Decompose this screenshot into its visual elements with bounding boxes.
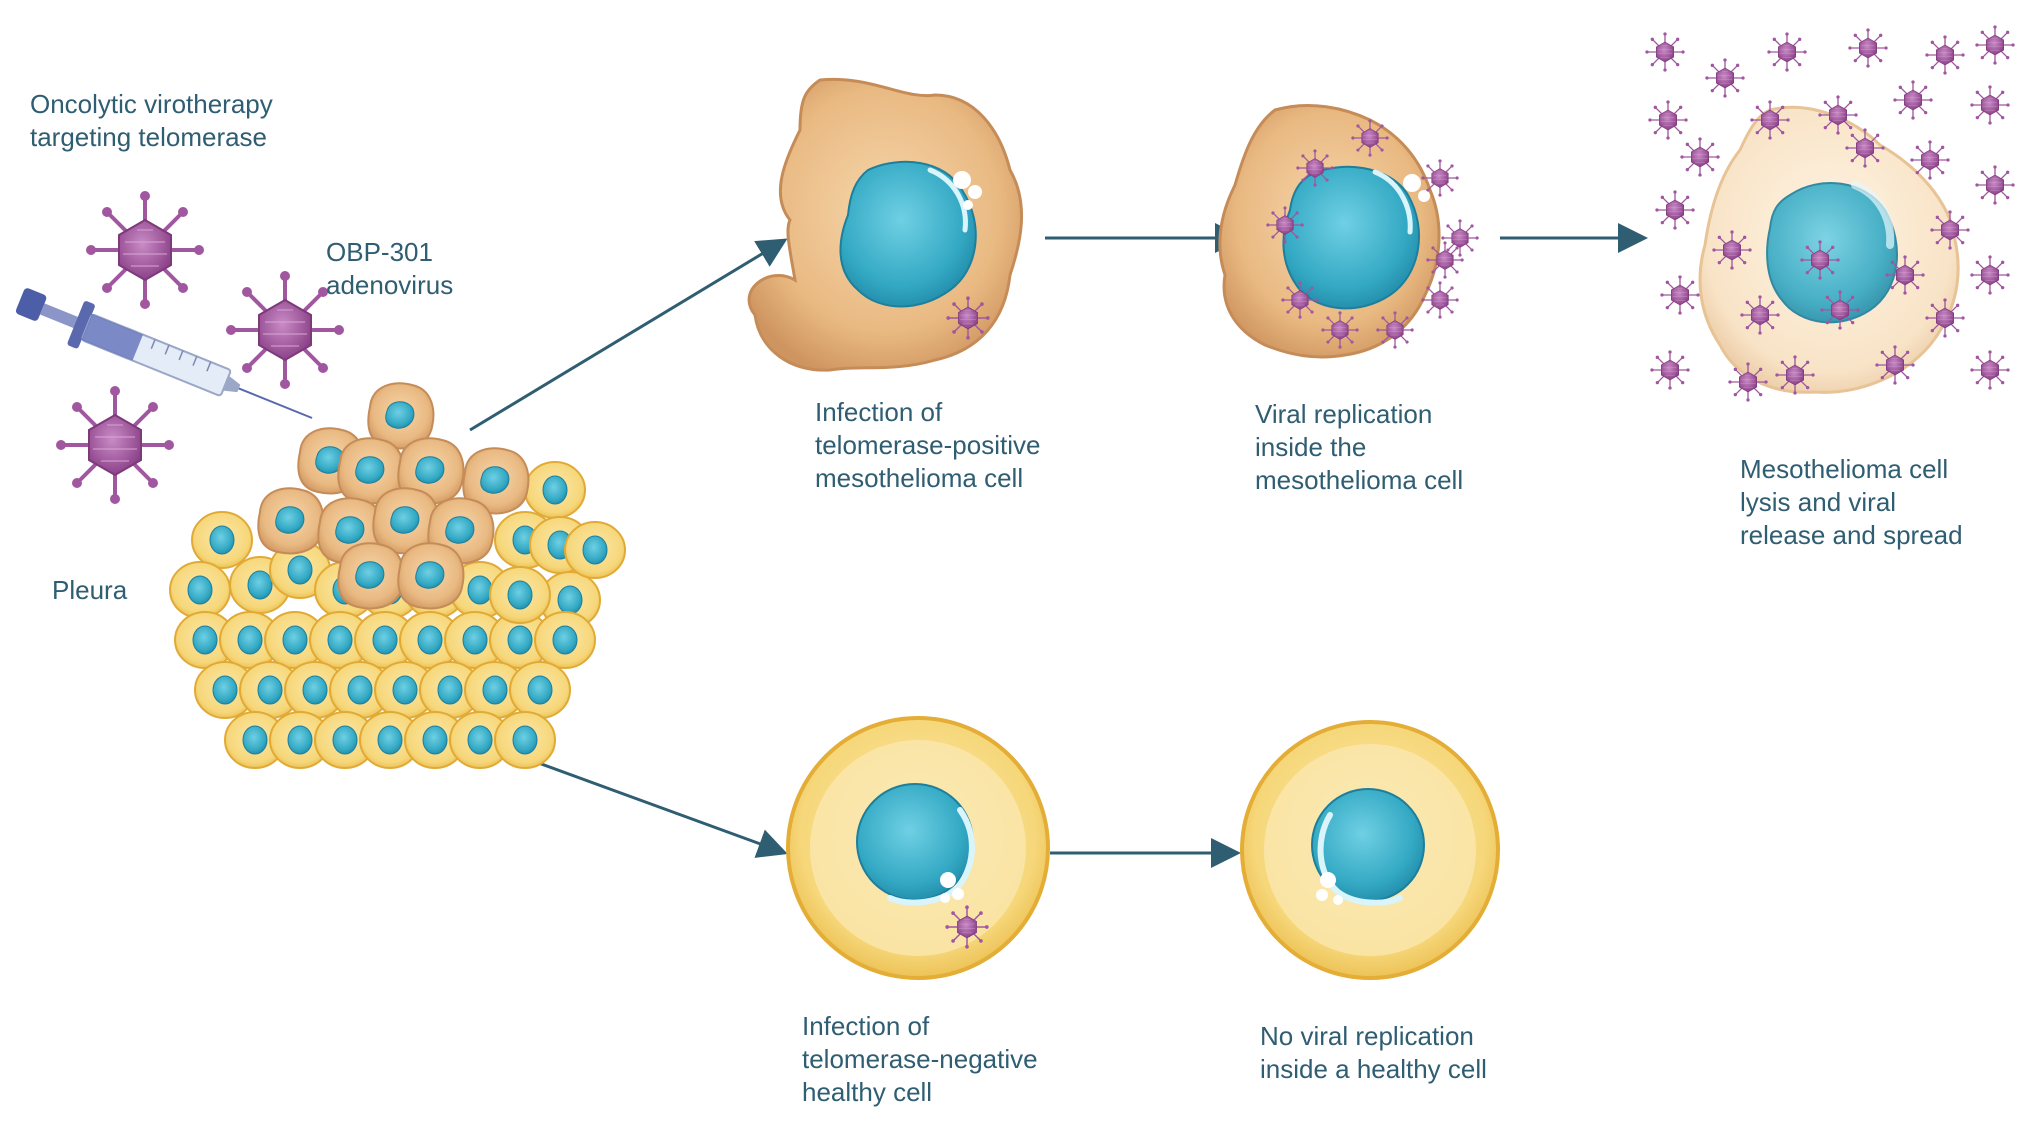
virus-icon	[1970, 85, 2010, 125]
virus-icon	[1775, 355, 1815, 395]
virus-icon	[945, 905, 989, 949]
virus-icon	[1655, 190, 1695, 230]
virus-icon	[1426, 241, 1464, 279]
virus-icon	[1925, 35, 1965, 75]
virus-icon	[1680, 137, 1720, 177]
virus-icon	[1705, 58, 1745, 98]
healthy-cell	[1240, 720, 1500, 980]
nucleus	[839, 160, 977, 308]
virus-icon	[1848, 28, 1888, 68]
virus-icon	[1893, 80, 1933, 120]
virus-icon	[1930, 210, 1970, 250]
virus-icon	[1925, 298, 1965, 338]
nucleus	[856, 783, 974, 901]
virus-icon	[1910, 140, 1950, 180]
virus-icon	[1845, 128, 1885, 168]
virus-icon	[1650, 350, 1690, 390]
virus-icon	[946, 296, 990, 340]
virus-icon	[1421, 159, 1459, 197]
virus-label: OBP-301 adenovirus	[326, 237, 454, 300]
virus-icon	[1660, 275, 1700, 315]
virus-icon	[1281, 281, 1319, 319]
infected-cancer-cell	[747, 77, 1023, 372]
virus-icon	[1712, 230, 1752, 270]
virus-icon	[1970, 350, 2010, 390]
title-label: Oncolytic virotherapy targeting telomera…	[30, 89, 273, 152]
nucleus	[1282, 165, 1420, 310]
infected-healthy-cell	[786, 716, 1050, 980]
virus-icon	[85, 190, 205, 310]
replicating-cancer-cell	[1218, 104, 1441, 359]
virus-icon	[1970, 255, 2010, 295]
virus-icon	[1750, 100, 1790, 140]
virus-icon	[1975, 25, 2015, 65]
arrow-icon	[469, 238, 788, 432]
virus-icon	[1648, 100, 1688, 140]
virus-icon	[1296, 149, 1334, 187]
lysis-label: Mesothelioma cell lysis and viral releas…	[1740, 454, 1963, 550]
virus-icon	[1800, 240, 1840, 280]
virus-icon	[1728, 362, 1768, 402]
virus-icon	[1266, 206, 1304, 244]
virus-icon	[1820, 290, 1860, 330]
infection-negative-label: Infection of telomerase-negative healthy…	[802, 1011, 1038, 1107]
no-replication-label: No viral replication inside a healthy ce…	[1260, 1021, 1487, 1084]
virus-icon	[1645, 32, 1685, 72]
pleura-label: Pleura	[52, 575, 128, 605]
syringe-icon	[15, 288, 313, 419]
virus-icon	[55, 385, 175, 505]
virus-icon	[1376, 311, 1414, 349]
virus-icon	[1767, 32, 1807, 72]
replication-label: Viral replication inside the mesotheliom…	[1255, 399, 1464, 495]
pleura-tissue	[169, 382, 626, 769]
virus-icon	[1321, 311, 1359, 349]
virus-icon	[1421, 281, 1459, 319]
virus-icon	[1441, 219, 1479, 257]
virus-icon	[1975, 165, 2015, 205]
virus-icon	[1351, 119, 1389, 157]
infection-positive-label: Infection of telomerase-positive mesothe…	[815, 397, 1041, 493]
virus-icon	[1875, 345, 1915, 385]
virus-icon	[1818, 95, 1858, 135]
virus-icon	[1740, 295, 1780, 335]
virus-icon	[1885, 255, 1925, 295]
